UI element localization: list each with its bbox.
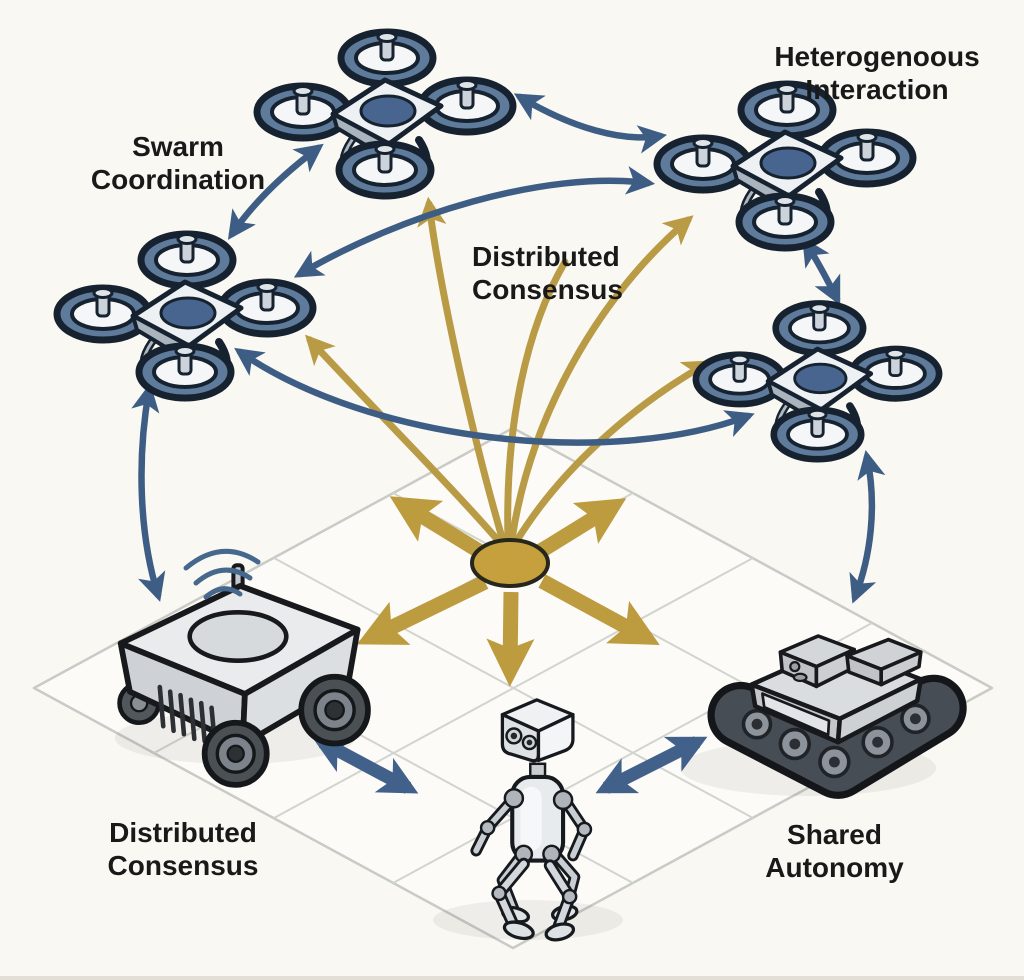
wifi-signal-icon [183,548,261,600]
drone-top-right-icon [657,84,913,248]
blue-ground-arrows [311,736,708,794]
arrow-midleft-rover [131,382,166,602]
label-heterogeneous-interaction: Heterogenoous Interaction [774,41,980,106]
arrow-midleft-midright [234,347,755,446]
arrow-legged-tank [595,736,708,794]
label-swarm-coordination: Swarm Coordination [90,131,266,196]
arrow-topright-midright [802,236,841,306]
label-distributed-consensus-center: Distributed Consensus [472,241,623,306]
gold-broadcast-arrows [356,496,660,687]
arrow-midleft-topright [293,166,656,278]
label-distributed-consensus-bottom: Distributed Consensus [107,817,259,882]
bottom-edge [0,976,1024,980]
arrow-midright-tank [849,449,886,604]
drone-mid-right-icon [696,303,939,459]
label-shared-autonomy: Shared Autonomy [765,819,904,884]
hub-node [470,538,550,588]
arrow-rover-legged [311,736,419,794]
arrow-topcenter-topright [513,93,668,154]
blue-communication-arrows [131,93,886,604]
arrow-swarm-link [227,143,324,240]
